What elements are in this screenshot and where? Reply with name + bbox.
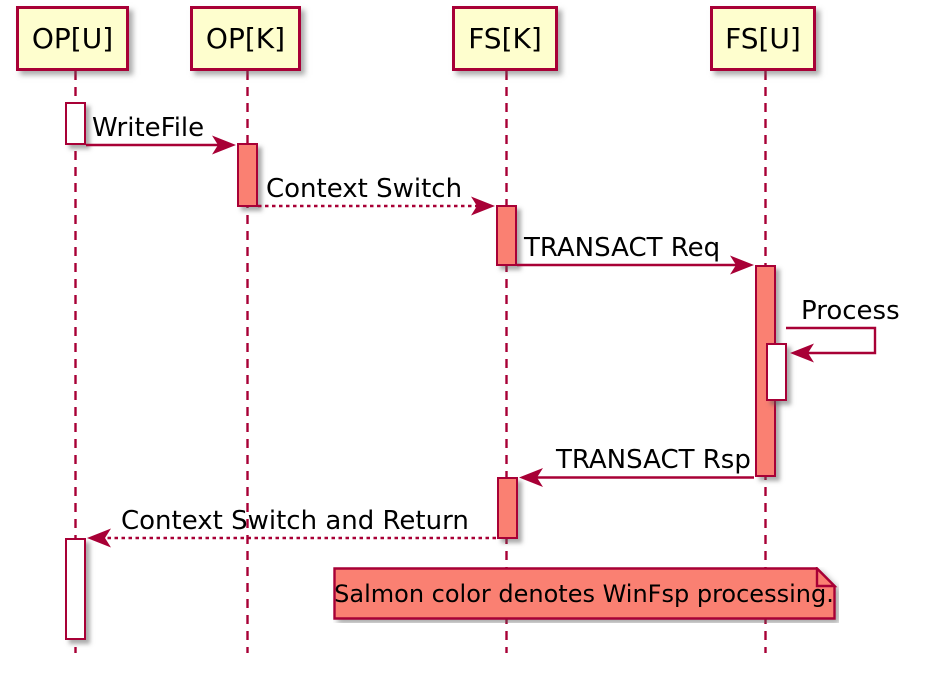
activation-op-k — [237, 143, 258, 207]
activation-fs-k-2 — [497, 477, 518, 539]
participant-label-op-u: OP[U] — [31, 22, 114, 55]
message-label-return: Context Switch and Return — [121, 506, 469, 536]
note-text: Salmon color denotes WinFsp processing. — [334, 579, 834, 608]
activation-op-u-2 — [65, 538, 86, 640]
participant-box-fs-k: FS[K] — [452, 6, 558, 71]
arrow-process-head — [790, 343, 814, 363]
arrow-context-switch-head — [471, 196, 495, 216]
participant-label-fs-k: FS[K] — [468, 22, 542, 55]
activation-op-u-1 — [65, 102, 86, 145]
participant-label-fs-u: FS[U] — [725, 22, 801, 55]
participant-box-fs-u: FS[U] — [710, 6, 816, 71]
note-fold-corner — [815, 567, 838, 588]
activation-fs-u-nested — [766, 343, 787, 401]
participant-box-op-k: OP[K] — [190, 6, 301, 71]
message-label-transact-rsp: TRANSACT Rsp — [556, 445, 751, 475]
participant-box-op-u: OP[U] — [16, 6, 129, 71]
message-label-context-switch: Context Switch — [266, 174, 463, 204]
message-label-process: Process — [801, 296, 900, 326]
arrow-transact-req-head — [730, 255, 754, 275]
note: Salmon color denotes WinFsp processing. — [333, 567, 839, 623]
arrow-writefile-head — [212, 135, 236, 155]
arrow-transact-rsp-head — [519, 468, 543, 487]
participant-label-op-k: OP[K] — [205, 22, 286, 55]
activation-fs-k-1 — [496, 205, 517, 266]
note-shape — [333, 567, 838, 620]
arrow-return-head — [87, 528, 111, 548]
note-body — [333, 567, 836, 620]
message-label-transact-req: TRANSACT Req — [524, 233, 721, 263]
message-label-writefile: WriteFile — [92, 113, 205, 143]
arrow-process-line — [786, 326, 877, 355]
